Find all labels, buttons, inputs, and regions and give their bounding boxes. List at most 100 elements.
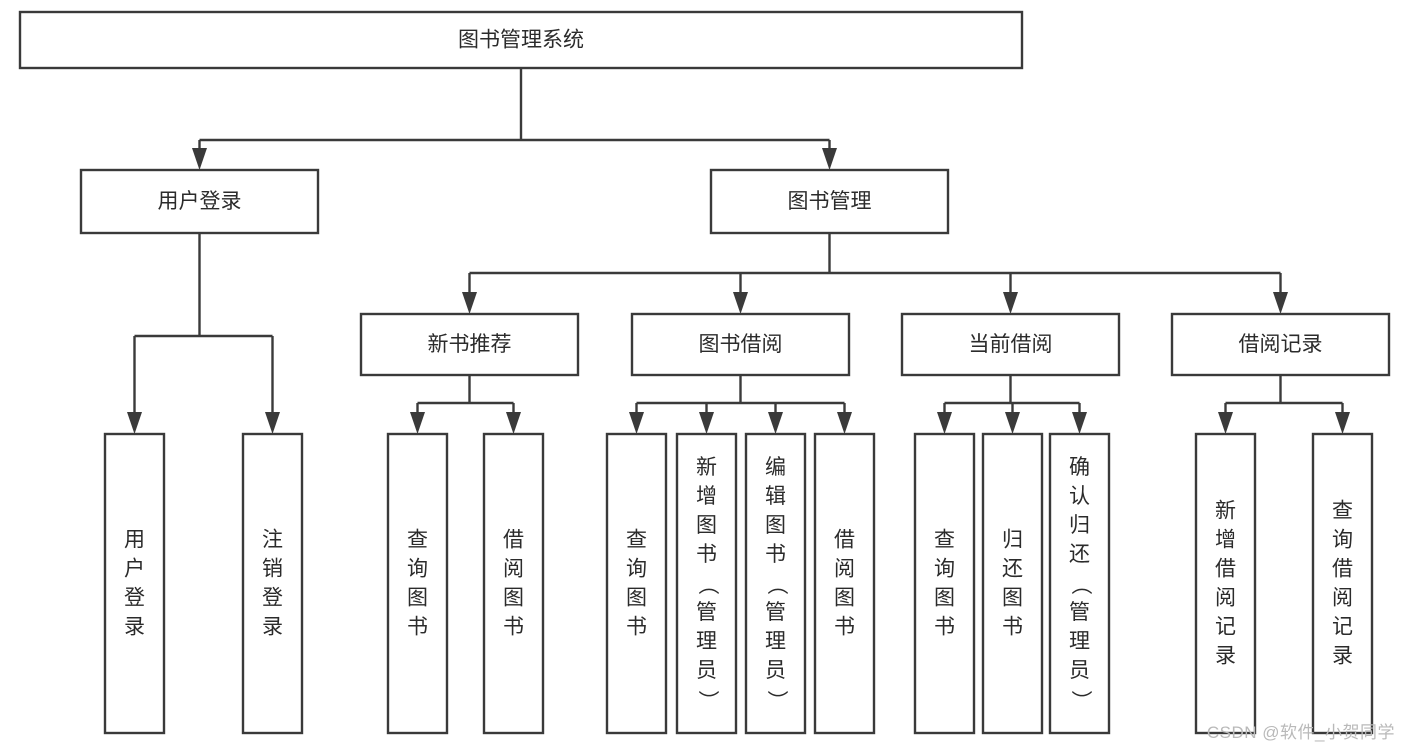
node-box-leaf-return-book[interactable] [981,432,1044,735]
node-box-current-borrow[interactable] [900,312,1121,377]
node-leaf-user-login[interactable]: 用户登录 [103,432,166,735]
node-label-char: 登 [124,587,145,610]
node-box-leaf-confirm-return[interactable] [1048,432,1111,735]
node-root[interactable]: 图书管理系统 [18,10,1024,70]
arrow-head-leaf-query-book-borrow [629,412,644,434]
node-box-leaf-add-record[interactable] [1194,432,1257,735]
node-label-char: 认 [1069,485,1090,508]
node-box-borrow-record[interactable] [1170,312,1391,377]
node-label-char: （ [696,574,719,595]
arrow-head-new-book-recommend [462,292,477,314]
connector-group-book-borrow [629,375,852,434]
node-box-book-borrow[interactable] [630,312,851,377]
node-label-char: 借 [834,529,855,552]
node-current-borrow[interactable]: 当前借阅 [900,312,1121,377]
node-label-char: 询 [626,558,647,581]
node-box-leaf-query-record[interactable] [1311,432,1374,735]
node-label-char: 还 [1069,543,1090,566]
node-label-book-manage: 图书管理 [788,190,872,213]
node-label-char: 记 [1332,616,1353,639]
node-user-login[interactable]: 用户登录 [79,168,320,235]
node-label-char: 理 [696,630,717,653]
node-box-user-login[interactable] [79,168,320,235]
node-box-leaf-user-logout[interactable] [241,432,304,735]
node-label-char: 图 [503,587,524,610]
node-book-borrow[interactable]: 图书借阅 [630,312,851,377]
node-label-current-borrow: 当前借阅 [969,333,1053,356]
node-box-leaf-edit-book[interactable] [744,432,807,735]
arrow-head-leaf-borrow-book [837,412,852,434]
node-label-char: 管 [696,601,717,624]
node-box-leaf-query-book-new[interactable] [386,432,449,735]
node-label-char: 确 [1069,456,1090,479]
node-label-char: 借 [503,529,524,552]
connector-group-current-borrow [937,375,1087,434]
arrow-head-leaf-add-record [1218,412,1233,434]
node-label-char: 管 [765,601,786,624]
node-label-char: 书 [765,543,786,566]
node-label-new-book-recommend: 新书推荐 [428,333,512,356]
node-label-char: 员 [765,659,786,682]
node-label-char: 图 [626,587,647,610]
arrow-head-leaf-query-book-new [410,412,425,434]
node-box-leaf-query-book-borrow[interactable] [605,432,668,735]
node-box-leaf-query-book-current[interactable] [913,432,976,735]
connector-group-user-login [127,233,280,434]
arrow-head-leaf-user-login [127,412,142,434]
node-label-char: 员 [1069,659,1090,682]
node-label-char: 增 [696,485,717,508]
csdn-watermark: CSDN @软件_小贺同学 [1206,723,1395,742]
node-box-new-book-recommend[interactable] [359,312,580,377]
node-label-char: 归 [1002,529,1023,552]
node-label-user-login: 用户登录 [158,190,242,213]
node-label-char: ） [1069,690,1092,711]
node-box-leaf-add-book[interactable] [675,432,738,735]
node-book-manage[interactable]: 图书管理 [709,168,950,235]
node-new-book-recommend[interactable]: 新书推荐 [359,312,580,377]
node-box-book-manage[interactable] [709,168,950,235]
node-label-char: 阅 [503,558,524,581]
arrow-head-leaf-return-book [1005,412,1020,434]
node-label-char: 登 [262,587,283,610]
node-box-leaf-borrow-book[interactable] [813,432,876,735]
node-box-root[interactable] [18,10,1024,70]
node-box-leaf-borrow-book-new[interactable] [482,432,545,735]
node-label-char: 书 [834,616,855,639]
node-label-char: 书 [407,616,428,639]
node-label-char: 书 [626,616,647,639]
node-label-char: 图 [1002,587,1023,610]
arrow-head-current-borrow [1003,292,1018,314]
node-borrow-record[interactable]: 借阅记录 [1170,312,1391,377]
node-label-char: 新 [696,456,717,479]
node-label-char: 录 [1332,645,1353,668]
node-label-char: 归 [1069,514,1090,537]
arrow-head-leaf-edit-book [768,412,783,434]
node-box-leaf-user-login[interactable] [103,432,166,735]
node-label-char: 图 [934,587,955,610]
arrow-head-book-borrow [733,292,748,314]
node-label-char: 书 [1002,616,1023,639]
node-label-char: 图 [834,587,855,610]
node-label-char: 还 [1002,558,1023,581]
node-label-char: 阅 [834,558,855,581]
node-label-char: 用 [124,529,145,552]
arrow-head-user-login [192,148,207,170]
